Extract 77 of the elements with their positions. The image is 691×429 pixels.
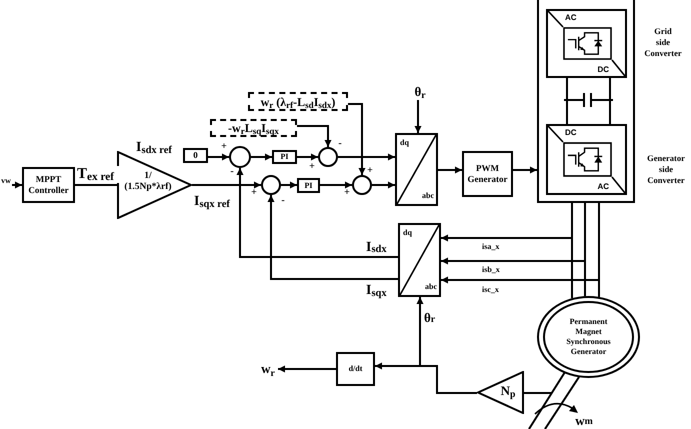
port-label: DC [597, 66, 609, 74]
summing-junction [318, 147, 338, 167]
block-label: w$_{r}$ (λ$_{rf}$-L$_{sd}$I$_{sdx}$) [260, 96, 336, 108]
arrow [208, 154, 229, 160]
arrow [441, 258, 586, 296]
summing-junction [261, 175, 281, 195]
gain-label: N$_{p}$ [500, 382, 516, 400]
block-label: d/dt [348, 365, 362, 373]
axis-label: dq [400, 139, 409, 147]
sign-label: + [366, 165, 374, 176]
arrow [372, 182, 395, 188]
arrow [192, 182, 261, 188]
feedforward-term-box [248, 92, 348, 111]
block-box [272, 150, 297, 164]
arrow [251, 154, 272, 160]
arrow [12, 182, 22, 188]
block-label: MPPT Controller [27, 174, 70, 196]
arrow [236, 168, 398, 258]
block-box [297, 178, 320, 193]
signal-label: T$_{ex ref}$ [77, 166, 119, 183]
arrow [278, 366, 336, 372]
feedforward-term-box [210, 119, 297, 137]
signal-label: w$_{r}$ [258, 361, 278, 377]
gain-triangle [477, 371, 524, 414]
sign-label: + [308, 161, 316, 172]
axis-label: dq [403, 229, 412, 237]
arrow [297, 125, 332, 147]
summing-junction [352, 175, 372, 195]
sign-label: + [343, 187, 351, 198]
block-box [336, 352, 375, 386]
arrow [441, 276, 600, 297]
arrow [281, 182, 297, 188]
generator-label: Permanent Magnet Synchronous Generator [565, 317, 612, 357]
axis-label: abc [422, 192, 434, 200]
block-box [462, 151, 513, 197]
port-label: DC [565, 129, 577, 137]
arrow [338, 154, 395, 160]
signal-label: I$_{sdx ref}$ [135, 139, 173, 157]
connector-line [75, 184, 117, 186]
sign-label: + [250, 187, 258, 198]
block-label: PI [280, 153, 288, 161]
converter-frame [537, 0, 635, 203]
generator-circle [537, 296, 640, 378]
signal-label: vw [0, 175, 12, 187]
converter-box [546, 9, 627, 78]
gain-label: 1/ (1.5Np*λrf) [123, 171, 173, 193]
port-label: AC [597, 183, 609, 191]
transform-block [395, 133, 438, 206]
port-label: AC [565, 14, 577, 22]
arrow [348, 103, 366, 175]
arrow [268, 195, 398, 280]
sign-label: + [220, 141, 228, 152]
block-box [22, 167, 75, 203]
sign-label: - [229, 166, 235, 177]
summing-junction [229, 146, 251, 168]
caption-label: Grid side Converter [643, 26, 683, 60]
sign-label: - [337, 138, 343, 149]
signal-label: θ$_{r}$ [411, 83, 429, 100]
arrow [438, 166, 462, 174]
connector-line [609, 78, 611, 124]
block-box [183, 148, 208, 163]
arrow [441, 234, 573, 298]
block-label: 0 [193, 151, 198, 160]
axis-label: abc [425, 283, 437, 291]
transform-block [398, 223, 441, 297]
connector-line [566, 78, 568, 124]
connector-line [524, 392, 552, 394]
arrow [297, 154, 318, 160]
caption-label: Generator side Converter [646, 153, 686, 187]
arrow [513, 166, 537, 174]
arrow [414, 100, 422, 133]
sign-label: - [280, 195, 286, 206]
arrow [375, 362, 477, 394]
arrow [320, 182, 352, 188]
block-label: PI [304, 182, 312, 190]
block-label: PWM Generator [466, 163, 508, 185]
converter-box [546, 124, 627, 195]
